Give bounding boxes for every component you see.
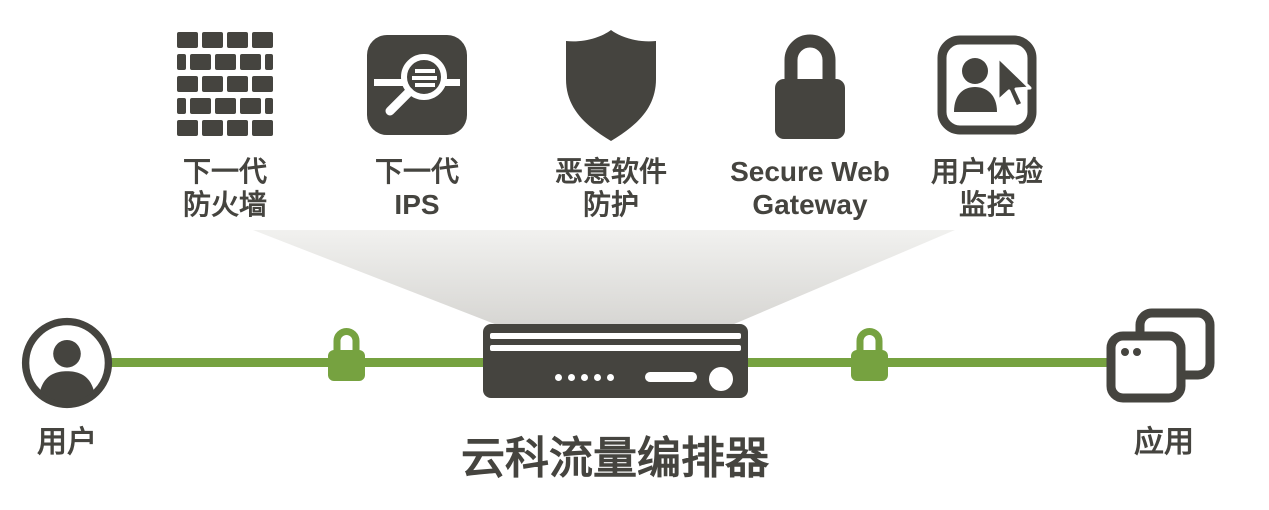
- funnel-shape: [253, 230, 955, 328]
- label-line: 防火墙: [182, 189, 267, 221]
- firewall-bricks-icon: [177, 25, 273, 145]
- service-secure-web-gateway: Secure Web Gateway: [715, 25, 905, 221]
- orchestrator-label: 云科流量编排器: [461, 434, 769, 483]
- label-line: 用户体验: [930, 156, 1043, 187]
- service-label-secure-web-gateway: Secure Web Gateway: [730, 155, 890, 221]
- label-line: 下一代: [182, 156, 267, 187]
- service-next-gen-firewall: 下一代 防火墙: [130, 25, 320, 221]
- label-line: 恶意软件: [554, 156, 667, 187]
- applications-icon: [1104, 308, 1216, 417]
- service-next-gen-ips: 下一代 IPS: [322, 25, 512, 221]
- shield-icon: [561, 25, 661, 145]
- appliance-vent-stripe: [490, 345, 741, 351]
- service-label-malware-protection: 恶意软件 防护: [555, 155, 667, 221]
- label-line: Gateway: [752, 189, 868, 221]
- appliance-power-button: [709, 367, 733, 391]
- appliance-status-leds: [555, 374, 614, 381]
- green-padlock-icon-left: [322, 323, 370, 390]
- service-user-experience-monitoring: 用户体验 监控: [892, 25, 1082, 221]
- appliance-icon: [483, 324, 748, 398]
- user-icon: [21, 317, 113, 414]
- service-label-next-gen-ips: 下一代 IPS: [375, 155, 459, 221]
- user-label: 用户: [37, 426, 97, 459]
- ips-inspection-icon: [367, 25, 467, 145]
- security-services-row: 下一代 防火墙 下一代 IPS: [0, 25, 1269, 240]
- label-line: 监控: [958, 189, 1015, 221]
- appliance-drive-slot: [645, 372, 697, 382]
- user-cursor-icon: [937, 25, 1037, 145]
- label-line: 下一代: [374, 156, 459, 187]
- label-line: Secure Web: [730, 156, 890, 187]
- label-line: 防护: [582, 189, 639, 221]
- appliance-vent-stripe: [490, 333, 741, 339]
- service-label-user-experience-monitoring: 用户体验 监控: [931, 155, 1043, 221]
- service-malware-protection: 恶意软件 防护: [516, 25, 706, 221]
- padlock-icon: [762, 25, 858, 145]
- service-label-next-gen-firewall: 下一代 防火墙: [183, 155, 267, 221]
- applications-label: 应用: [1134, 426, 1194, 459]
- green-padlock-icon-right: [845, 323, 893, 390]
- label-line: IPS: [394, 189, 440, 221]
